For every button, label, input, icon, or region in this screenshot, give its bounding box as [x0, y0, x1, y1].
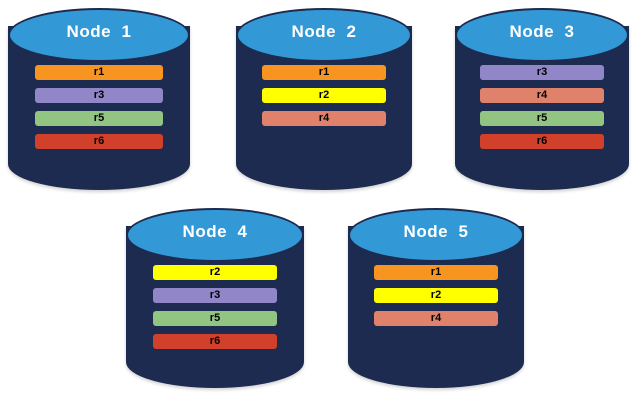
record-bar[interactable]: r1: [35, 65, 163, 80]
cylinder-top-ellipse: [348, 208, 524, 262]
record-bar[interactable]: r4: [374, 311, 498, 326]
record-list: r1 r3 r5 r6: [8, 65, 190, 157]
record-list: r1 r2 r4: [348, 265, 524, 334]
node-title: Node 2: [291, 22, 357, 41]
record-bar[interactable]: r5: [153, 311, 277, 326]
node-title: Node 5: [403, 222, 469, 241]
record-bar[interactable]: r3: [480, 65, 604, 80]
cylinder-top-ellipse: [8, 8, 190, 62]
cylinder-top-ellipse: [126, 208, 304, 262]
record-bar[interactable]: r6: [480, 134, 604, 149]
record-bar[interactable]: r2: [374, 288, 498, 303]
record-list: r3 r4 r5 r6: [455, 65, 629, 157]
record-bar[interactable]: r5: [35, 111, 163, 126]
node-title: Node 4: [182, 222, 248, 241]
record-bar[interactable]: r3: [35, 88, 163, 103]
node-1[interactable]: Node 1 r1 r3 r5 r6: [8, 8, 190, 190]
node-title: Node 1: [66, 22, 132, 41]
record-bar[interactable]: r3: [153, 288, 277, 303]
cylinder-top-ellipse: [455, 8, 629, 62]
record-bar[interactable]: r1: [262, 65, 386, 80]
node-5[interactable]: Node 5 r1 r2 r4: [348, 208, 524, 388]
node-3[interactable]: Node 3 r3 r4 r5 r6: [455, 8, 629, 190]
record-bar[interactable]: r5: [480, 111, 604, 126]
cylinder-top-ellipse: [236, 8, 412, 62]
record-list: r1 r2 r4: [236, 65, 412, 134]
record-bar[interactable]: r2: [262, 88, 386, 103]
node-2[interactable]: Node 2 r1 r2 r4: [236, 8, 412, 190]
record-bar[interactable]: r1: [374, 265, 498, 280]
node-4[interactable]: Node 4 r2 r3 r5 r6: [126, 208, 304, 388]
record-bar[interactable]: r6: [35, 134, 163, 149]
record-bar[interactable]: r6: [153, 334, 277, 349]
node-title: Node 3: [509, 22, 575, 41]
record-bar[interactable]: r2: [153, 265, 277, 280]
record-bar[interactable]: r4: [262, 111, 386, 126]
record-bar[interactable]: r4: [480, 88, 604, 103]
record-list: r2 r3 r5 r6: [126, 265, 304, 357]
